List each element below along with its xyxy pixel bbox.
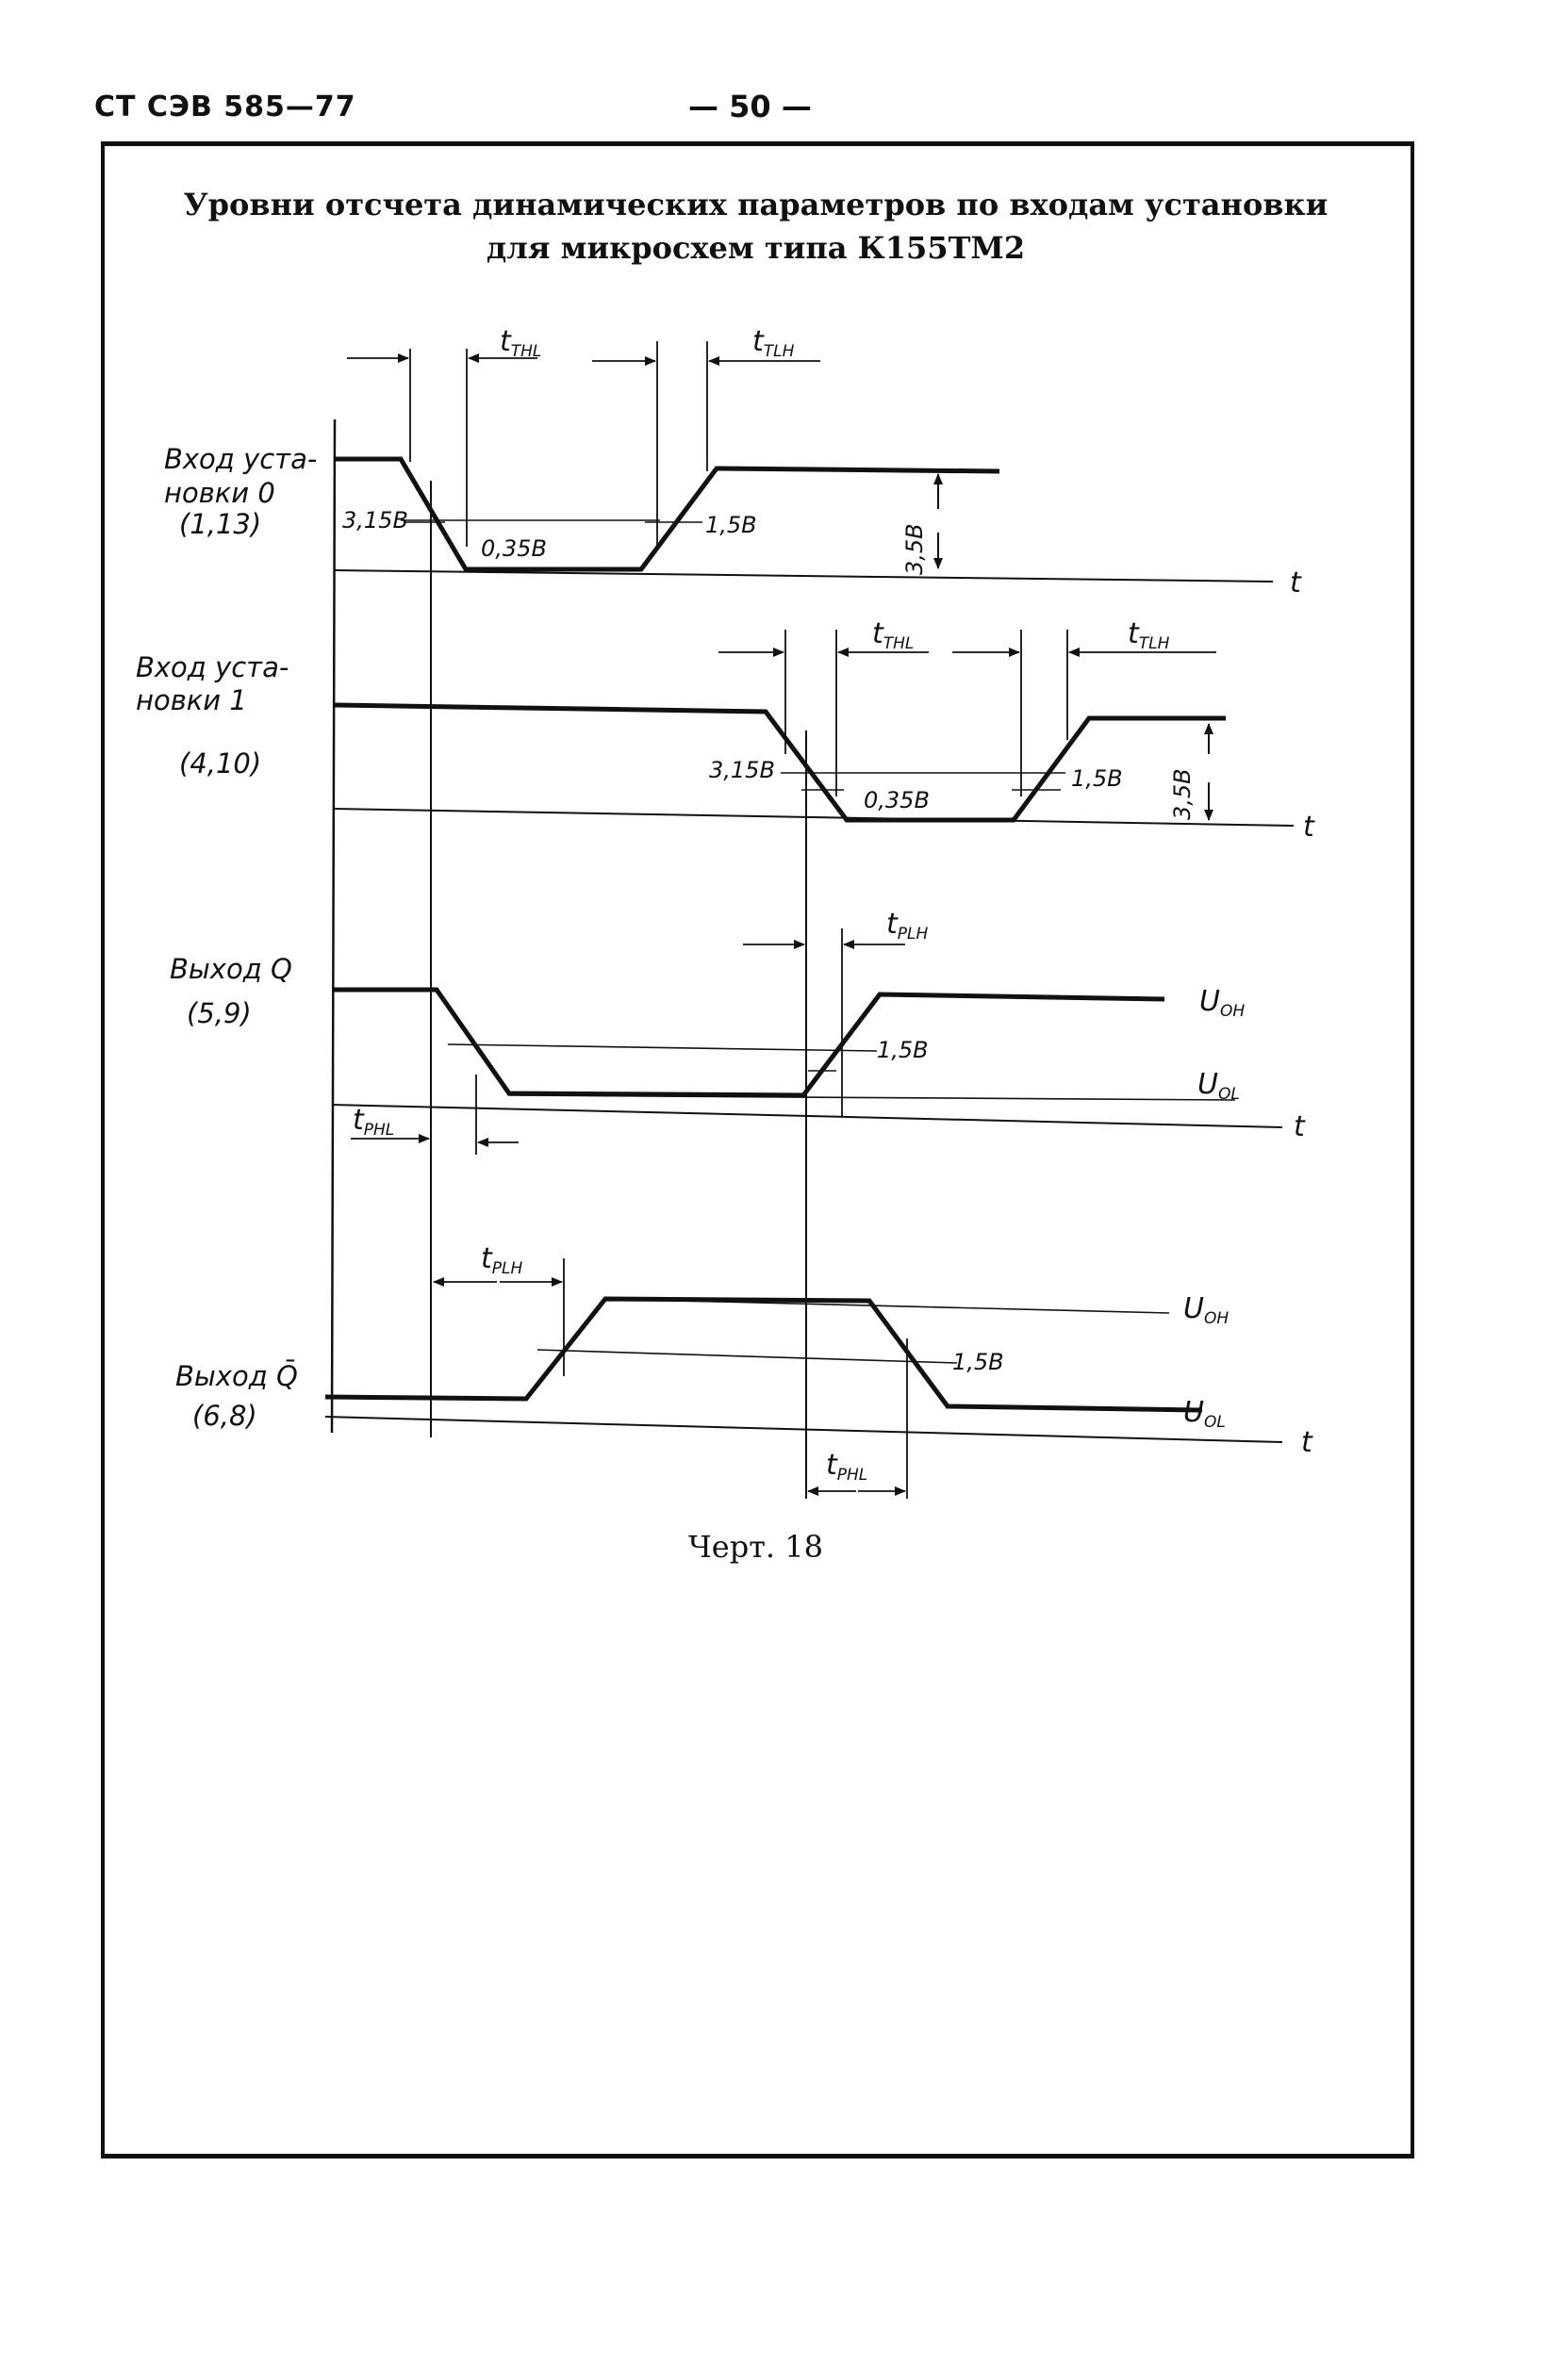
t-axis-label: t [1290, 566, 1302, 599]
u-ol-label: UOL [1183, 1396, 1226, 1432]
channel-label: Выход Q [170, 953, 292, 985]
voltage-label-15: 1,5B [705, 512, 757, 538]
page-number: — 50 — [688, 89, 812, 124]
time-origin-line [330, 419, 337, 1434]
figure-title-line-2: для микросхем типа К155ТМ2 [486, 230, 1026, 266]
channel-set-input-0: Вход уста- новки 0 (1,13) t tTHL tTLH 3,… [164, 325, 1302, 599]
t-plh-label: tPLH [481, 1242, 522, 1278]
channel-output-q: Выход Q (5,9) t 1,5B tPLH tPHL UOH UOL [170, 908, 1306, 1155]
page-frame [101, 141, 1414, 2158]
t-axis-label: t [1294, 1110, 1306, 1143]
channel-label: новки 1 [136, 684, 247, 716]
waveform [332, 987, 1165, 1098]
t-axis-label: t [1303, 811, 1315, 844]
waveform [334, 702, 1226, 823]
t-phl-label: tPHL [353, 1104, 394, 1140]
voltage-label-035: 0,35B [481, 535, 547, 562]
voltage-label-315: 3,15B [342, 507, 408, 533]
figure-caption: Черт. 18 [688, 1529, 823, 1565]
u-oh-label: UOH [1183, 1292, 1229, 1328]
level-line [508, 1094, 1236, 1101]
level-line [604, 1298, 1170, 1314]
level-line [447, 1043, 878, 1052]
t-tlh-label: tTLH [1128, 617, 1170, 653]
channel-label: (4,10) [179, 747, 261, 780]
u-oh-label: UOH [1199, 985, 1245, 1021]
t-thl-label: tTHL [872, 617, 914, 653]
baseline [331, 1104, 1283, 1128]
channel-set-input-1: Вход уста- новки 1 (4,10) t tTHL tTLH 3,… [136, 617, 1315, 844]
t-plh-label: tPLH [886, 908, 928, 944]
amplitude-label-35: 3,5B [901, 523, 928, 575]
t-phl-label: tPHL [826, 1449, 867, 1485]
channel-label: Выход Q̄ [175, 1360, 298, 1392]
voltage-label-315: 3,15B [709, 757, 775, 783]
u-ol-label: UOL [1197, 1068, 1240, 1104]
figure-title-line-1: Уровни отсчета динамических параметров п… [183, 187, 1329, 222]
level-line [536, 1349, 958, 1364]
voltage-label-035: 0,35B [864, 787, 930, 813]
waveform [324, 1296, 1203, 1413]
channel-label: (5,9) [187, 997, 252, 1029]
t-tlh-label: tTLH [752, 325, 795, 361]
baseline [324, 1416, 1283, 1443]
channel-label: Вход уста- [164, 443, 317, 475]
voltage-label-15: 1,5B [877, 1037, 929, 1063]
t-thl-label: tTHL [500, 325, 541, 361]
voltage-label-15: 1,5B [952, 1349, 1004, 1375]
channel-label: новки 0 [164, 477, 275, 509]
amplitude-label-35: 3,5B [1169, 768, 1196, 820]
channel-label: (1,13) [179, 508, 261, 540]
t-axis-label: t [1301, 1426, 1313, 1459]
baseline [334, 569, 1274, 583]
channel-label: Вход уста- [136, 651, 289, 683]
waveform [335, 456, 1000, 572]
baseline [334, 808, 1295, 827]
voltage-label-15: 1,5B [1071, 765, 1123, 792]
document-code: СТ СЭВ 585—77 [94, 90, 356, 123]
channel-output-q-bar: Выход Q̄ (6,8) t 1,5B tPLH tPHL UOH UOL [175, 1242, 1313, 1499]
channel-label: (6,8) [192, 1400, 257, 1432]
